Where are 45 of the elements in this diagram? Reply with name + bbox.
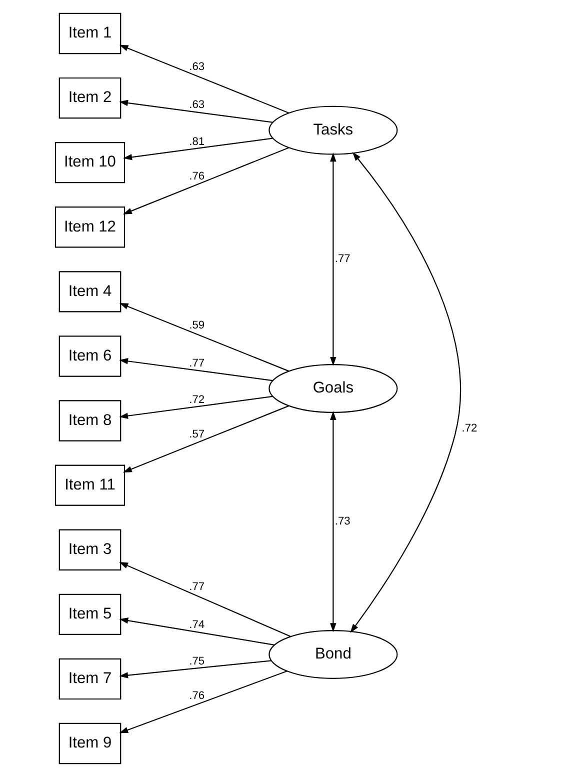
arrow bbox=[122, 146, 289, 214]
node-box: Item 12 bbox=[54, 206, 125, 248]
node-box: Item 2 bbox=[58, 76, 121, 118]
arrow bbox=[350, 152, 460, 632]
arrow bbox=[118, 99, 272, 122]
edge-label: .73 bbox=[334, 514, 350, 527]
edge-label: .63 bbox=[188, 60, 204, 73]
edge-label: .59 bbox=[188, 318, 204, 331]
edge-label: .77 bbox=[188, 356, 204, 369]
arrow bbox=[118, 616, 274, 645]
node-box: Item 1 bbox=[58, 12, 121, 54]
node-ellipse: Goals bbox=[268, 364, 398, 412]
node-box: Item 7 bbox=[58, 658, 121, 700]
edge-label: .63 bbox=[188, 98, 204, 111]
node-box: Item 8 bbox=[58, 400, 121, 441]
node-box: Item 10 bbox=[54, 142, 125, 183]
edge-label: .81 bbox=[188, 135, 204, 148]
edge-label: .77 bbox=[334, 252, 350, 265]
edge-label: .77 bbox=[188, 580, 204, 592]
arrow bbox=[330, 152, 336, 366]
node-box: Item 9 bbox=[58, 722, 121, 764]
node-box: Item 11 bbox=[54, 464, 125, 506]
arrow bbox=[118, 44, 289, 114]
node-ellipse: Tasks bbox=[268, 105, 398, 154]
arrow bbox=[122, 137, 272, 160]
node-box: Item 6 bbox=[58, 335, 121, 376]
arrow bbox=[118, 660, 271, 678]
edge-label: .72 bbox=[461, 422, 477, 434]
node-ellipse: Bond bbox=[268, 630, 398, 678]
node-box: Item 5 bbox=[58, 593, 121, 634]
node-box: Item 3 bbox=[58, 528, 121, 570]
edge-label: .76 bbox=[188, 690, 204, 702]
arrow bbox=[118, 358, 272, 381]
arrow bbox=[118, 562, 290, 637]
edge-label: .76 bbox=[188, 170, 204, 182]
arrow bbox=[118, 670, 287, 733]
arrow bbox=[330, 410, 336, 632]
arrow bbox=[118, 302, 289, 372]
arrow bbox=[122, 404, 289, 472]
edge-label: .75 bbox=[188, 655, 204, 667]
edge-label: .72 bbox=[188, 393, 204, 406]
edge-label: .57 bbox=[188, 428, 204, 440]
node-box: Item 4 bbox=[58, 270, 121, 312]
edge-label: .74 bbox=[188, 618, 204, 630]
arrow bbox=[118, 395, 272, 418]
